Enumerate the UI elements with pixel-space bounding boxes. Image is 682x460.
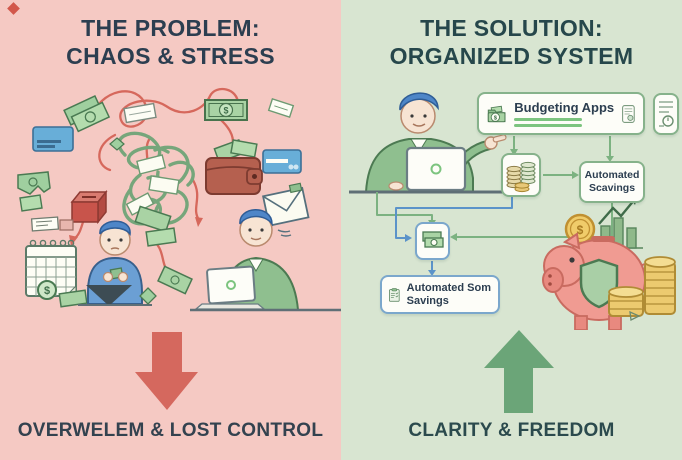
coin-stack-box <box>501 153 541 197</box>
budgeting-apps-card: $ Budgeting Apps <box>477 92 645 135</box>
person-with-laptop <box>190 209 341 312</box>
automated-savings-line2: Scavings <box>588 182 636 194</box>
automated-som-line1: Automated Som <box>406 281 491 294</box>
small-bill-icon <box>58 289 88 308</box>
solution-title-line1: THE SOLUTION: <box>420 15 603 41</box>
solution-panel: THE SOLUTION: ORGANIZED SYSTEM <box>341 0 682 460</box>
dollar-sign: $ <box>577 223 584 237</box>
credit-card-icon <box>32 126 74 152</box>
person-pointing-at-flowchart <box>349 92 507 194</box>
stressed-person <box>78 220 152 306</box>
solution-title: THE SOLUTION: ORGANIZED SYSTEM <box>341 14 682 70</box>
paper-note-icon <box>123 102 157 124</box>
piggy-bank-icon <box>542 232 650 330</box>
flying-bill-icon <box>157 265 193 295</box>
organized-illustration: $ <box>349 92 676 330</box>
dollar-sign: $ <box>223 106 228 116</box>
clipboard-icon <box>389 287 400 302</box>
torn-money-icon <box>17 171 51 212</box>
receipts-icon <box>30 216 74 232</box>
flying-note-icon <box>267 98 295 118</box>
automated-som-savings-box: Automated Som Savings <box>380 275 500 314</box>
problem-title-line1: THE PROBLEM: <box>81 15 260 41</box>
problem-panel: THE PROBLEM: CHAOS & STRESS <box>0 0 341 460</box>
money-fan-icon <box>63 95 111 133</box>
tangled-money-icon <box>109 131 195 247</box>
coin-icon: $ <box>37 280 57 300</box>
down-arrow <box>135 332 198 410</box>
banknote-icon <box>421 231 444 248</box>
envelope-icon <box>262 182 310 227</box>
problem-title-line2: CHAOS & STRESS <box>66 43 275 69</box>
dart-icon <box>629 310 641 321</box>
solution-caption: CLARITY & FREEDOM <box>408 420 615 441</box>
problem-caption: OVERWELEM & LOST CONTROL <box>17 420 324 441</box>
underline-bar <box>514 118 583 121</box>
coin-stack-icon <box>608 256 676 317</box>
tablet-device-icon <box>653 93 679 135</box>
calendar-icon <box>25 239 77 297</box>
red-box-icon <box>70 189 108 225</box>
chaos-illustration: $ <box>17 87 341 312</box>
dollar-sign: $ <box>494 115 498 121</box>
corner-diamond-icon <box>7 2 20 15</box>
motion-marks-icon <box>277 229 292 237</box>
dollar-bill-icon: $ <box>204 99 248 121</box>
folder-money-icon: $ <box>487 105 506 122</box>
budgeting-apps-label: Budgeting Apps <box>514 100 615 115</box>
money-diamond-icon <box>139 287 157 305</box>
dollar-sign: $ <box>44 285 50 297</box>
solution-title-line2: ORGANIZED SYSTEM <box>389 43 634 69</box>
automated-savings-box: Automated Scavings <box>579 161 645 203</box>
coins-icon <box>506 161 536 193</box>
up-arrow <box>484 330 554 413</box>
phone-app-icon <box>622 104 635 123</box>
credit-card-icon <box>262 149 302 174</box>
problem-title: THE PROBLEM: CHAOS & STRESS <box>0 14 341 70</box>
wallet-icon <box>205 139 263 195</box>
underline-bar <box>514 124 583 127</box>
automated-savings-line1: Automated <box>584 169 640 181</box>
banknote-box <box>415 222 450 260</box>
automated-som-line2: Savings <box>406 294 449 307</box>
